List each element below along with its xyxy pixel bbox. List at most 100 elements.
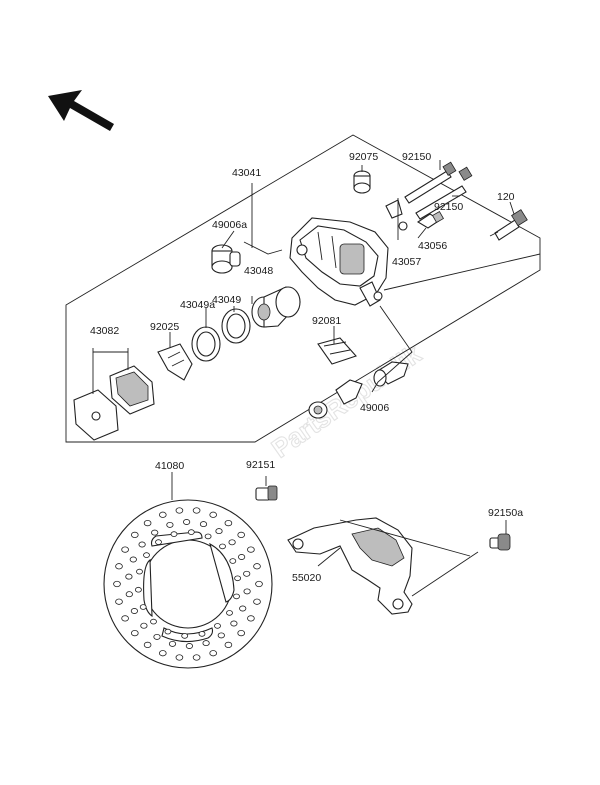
- disc-vent-hole: [115, 563, 123, 570]
- disc-vent-hole: [150, 618, 157, 625]
- label-43049a: 43049a: [180, 299, 215, 311]
- disc-vent-hole: [130, 608, 138, 614]
- disc-vent-hole: [125, 573, 133, 580]
- disc-vent-hole: [181, 633, 189, 639]
- disc-vent-hole: [166, 521, 174, 528]
- caliper-body: [289, 217, 389, 307]
- label-92151: 92151: [246, 459, 275, 471]
- part-43082-pads: [73, 365, 155, 441]
- disc-vent-hole: [209, 511, 218, 518]
- label-92150a: 92150a: [488, 507, 523, 519]
- disc-vent-hole: [131, 531, 139, 539]
- disc-vent-hole: [238, 554, 246, 560]
- assembly-outline: [65, 134, 541, 443]
- disc-vent-hole: [121, 615, 129, 622]
- disc-vent-hole: [115, 598, 123, 605]
- disc-vent-hole: [247, 615, 255, 622]
- disc-vent-hole: [139, 604, 147, 610]
- part-43048-piston: [251, 286, 301, 328]
- disc-vent-hole: [136, 568, 143, 575]
- part-92081-clip: [317, 337, 357, 365]
- disc-vent-hole: [215, 528, 223, 535]
- disc-vent-hole: [151, 529, 159, 536]
- disc-vent-hole: [143, 519, 152, 527]
- disc-vent-hole: [140, 622, 148, 629]
- label-92150-top: 92150: [402, 151, 431, 163]
- disc-vent-hole: [153, 633, 161, 640]
- disc-vent-hole: [237, 629, 246, 637]
- label-43057: 43057: [392, 256, 421, 268]
- disc-vent-hole: [138, 541, 146, 548]
- disc-vent-hole: [253, 563, 261, 570]
- label-49006: 49006: [360, 402, 389, 414]
- disc-vent-hole: [131, 629, 139, 637]
- part-49006-boots: [308, 361, 409, 419]
- disc-vent-hole: [170, 531, 178, 537]
- disc-vent-hole: [159, 511, 167, 518]
- disc-vent-hole: [247, 546, 255, 553]
- part-55020-bracket: [287, 517, 479, 615]
- disc-vent-hole: [226, 610, 233, 616]
- label-43041: 43041: [232, 167, 261, 179]
- disc-vent-hole: [255, 580, 263, 588]
- label-120: 120: [497, 191, 515, 203]
- disc-vent-hole: [229, 558, 237, 564]
- disc-vent-hole: [134, 586, 142, 593]
- disc-vent-hole: [243, 588, 251, 595]
- label-43082: 43082: [90, 325, 119, 337]
- label-92081: 92081: [312, 315, 341, 327]
- part-92150a-bolt: [489, 520, 511, 551]
- part-43049a-seal: [191, 326, 221, 362]
- disc-vent-hole: [230, 620, 238, 627]
- label-43048: 43048: [244, 265, 273, 277]
- part-43049-seal: [221, 308, 251, 344]
- label-41080: 41080: [155, 460, 184, 472]
- disc-vent-hole: [192, 654, 201, 661]
- label-92075: 92075: [349, 151, 378, 163]
- part-49006a: [211, 244, 241, 274]
- disc-vent-hole: [224, 519, 233, 527]
- label-49006a: 49006a: [212, 219, 247, 231]
- disc-vent-hole: [175, 507, 184, 514]
- disc-vent-hole: [239, 605, 247, 612]
- label-43049: 43049: [212, 294, 241, 306]
- label-43056: 43056: [418, 240, 447, 252]
- direction-arrow-icon: [48, 90, 114, 131]
- disc-vent-hole: [185, 643, 193, 649]
- disc-vent-hole: [233, 593, 240, 600]
- disc-vent-hole: [199, 521, 208, 528]
- label-92150-mid: 92150: [434, 201, 463, 213]
- disc-vent-hole: [159, 650, 167, 657]
- disc-vent-hole: [224, 641, 233, 649]
- disc-vent-hole: [164, 628, 172, 635]
- disc-vent-hole: [217, 632, 225, 639]
- disc-vent-hole: [175, 654, 184, 661]
- part-92025-spring: [157, 343, 193, 381]
- part-92150-pins: [404, 161, 473, 220]
- part-92075: [353, 170, 371, 194]
- part-92151-bolt: [255, 476, 278, 501]
- leader-lines-upper: [92, 160, 541, 394]
- disc-vent-hole: [253, 598, 261, 605]
- disc-vent-hole: [214, 623, 221, 629]
- disc-vent-hole: [243, 570, 251, 577]
- disc-vent-hole: [129, 556, 137, 563]
- disc-vent-hole: [121, 546, 129, 553]
- part-120-bolt: [489, 209, 528, 241]
- disc-vent-hole: [234, 575, 242, 582]
- disc-vent-hole: [202, 640, 210, 647]
- disc-vent-holes: [113, 507, 263, 661]
- disc-vent-hole: [143, 641, 152, 649]
- disc-vent-hole: [187, 529, 195, 535]
- brake-disc: [103, 499, 273, 669]
- disc-vent-hole: [237, 531, 246, 539]
- disc-vent-hole: [155, 539, 162, 545]
- disc-vent-hole: [192, 507, 201, 514]
- disc-vent-hole: [204, 533, 212, 540]
- disc-vent-hole: [228, 539, 236, 546]
- disc-vent-hole: [219, 543, 226, 550]
- label-55020: 55020: [292, 572, 321, 584]
- disc-vent-hole: [125, 591, 133, 598]
